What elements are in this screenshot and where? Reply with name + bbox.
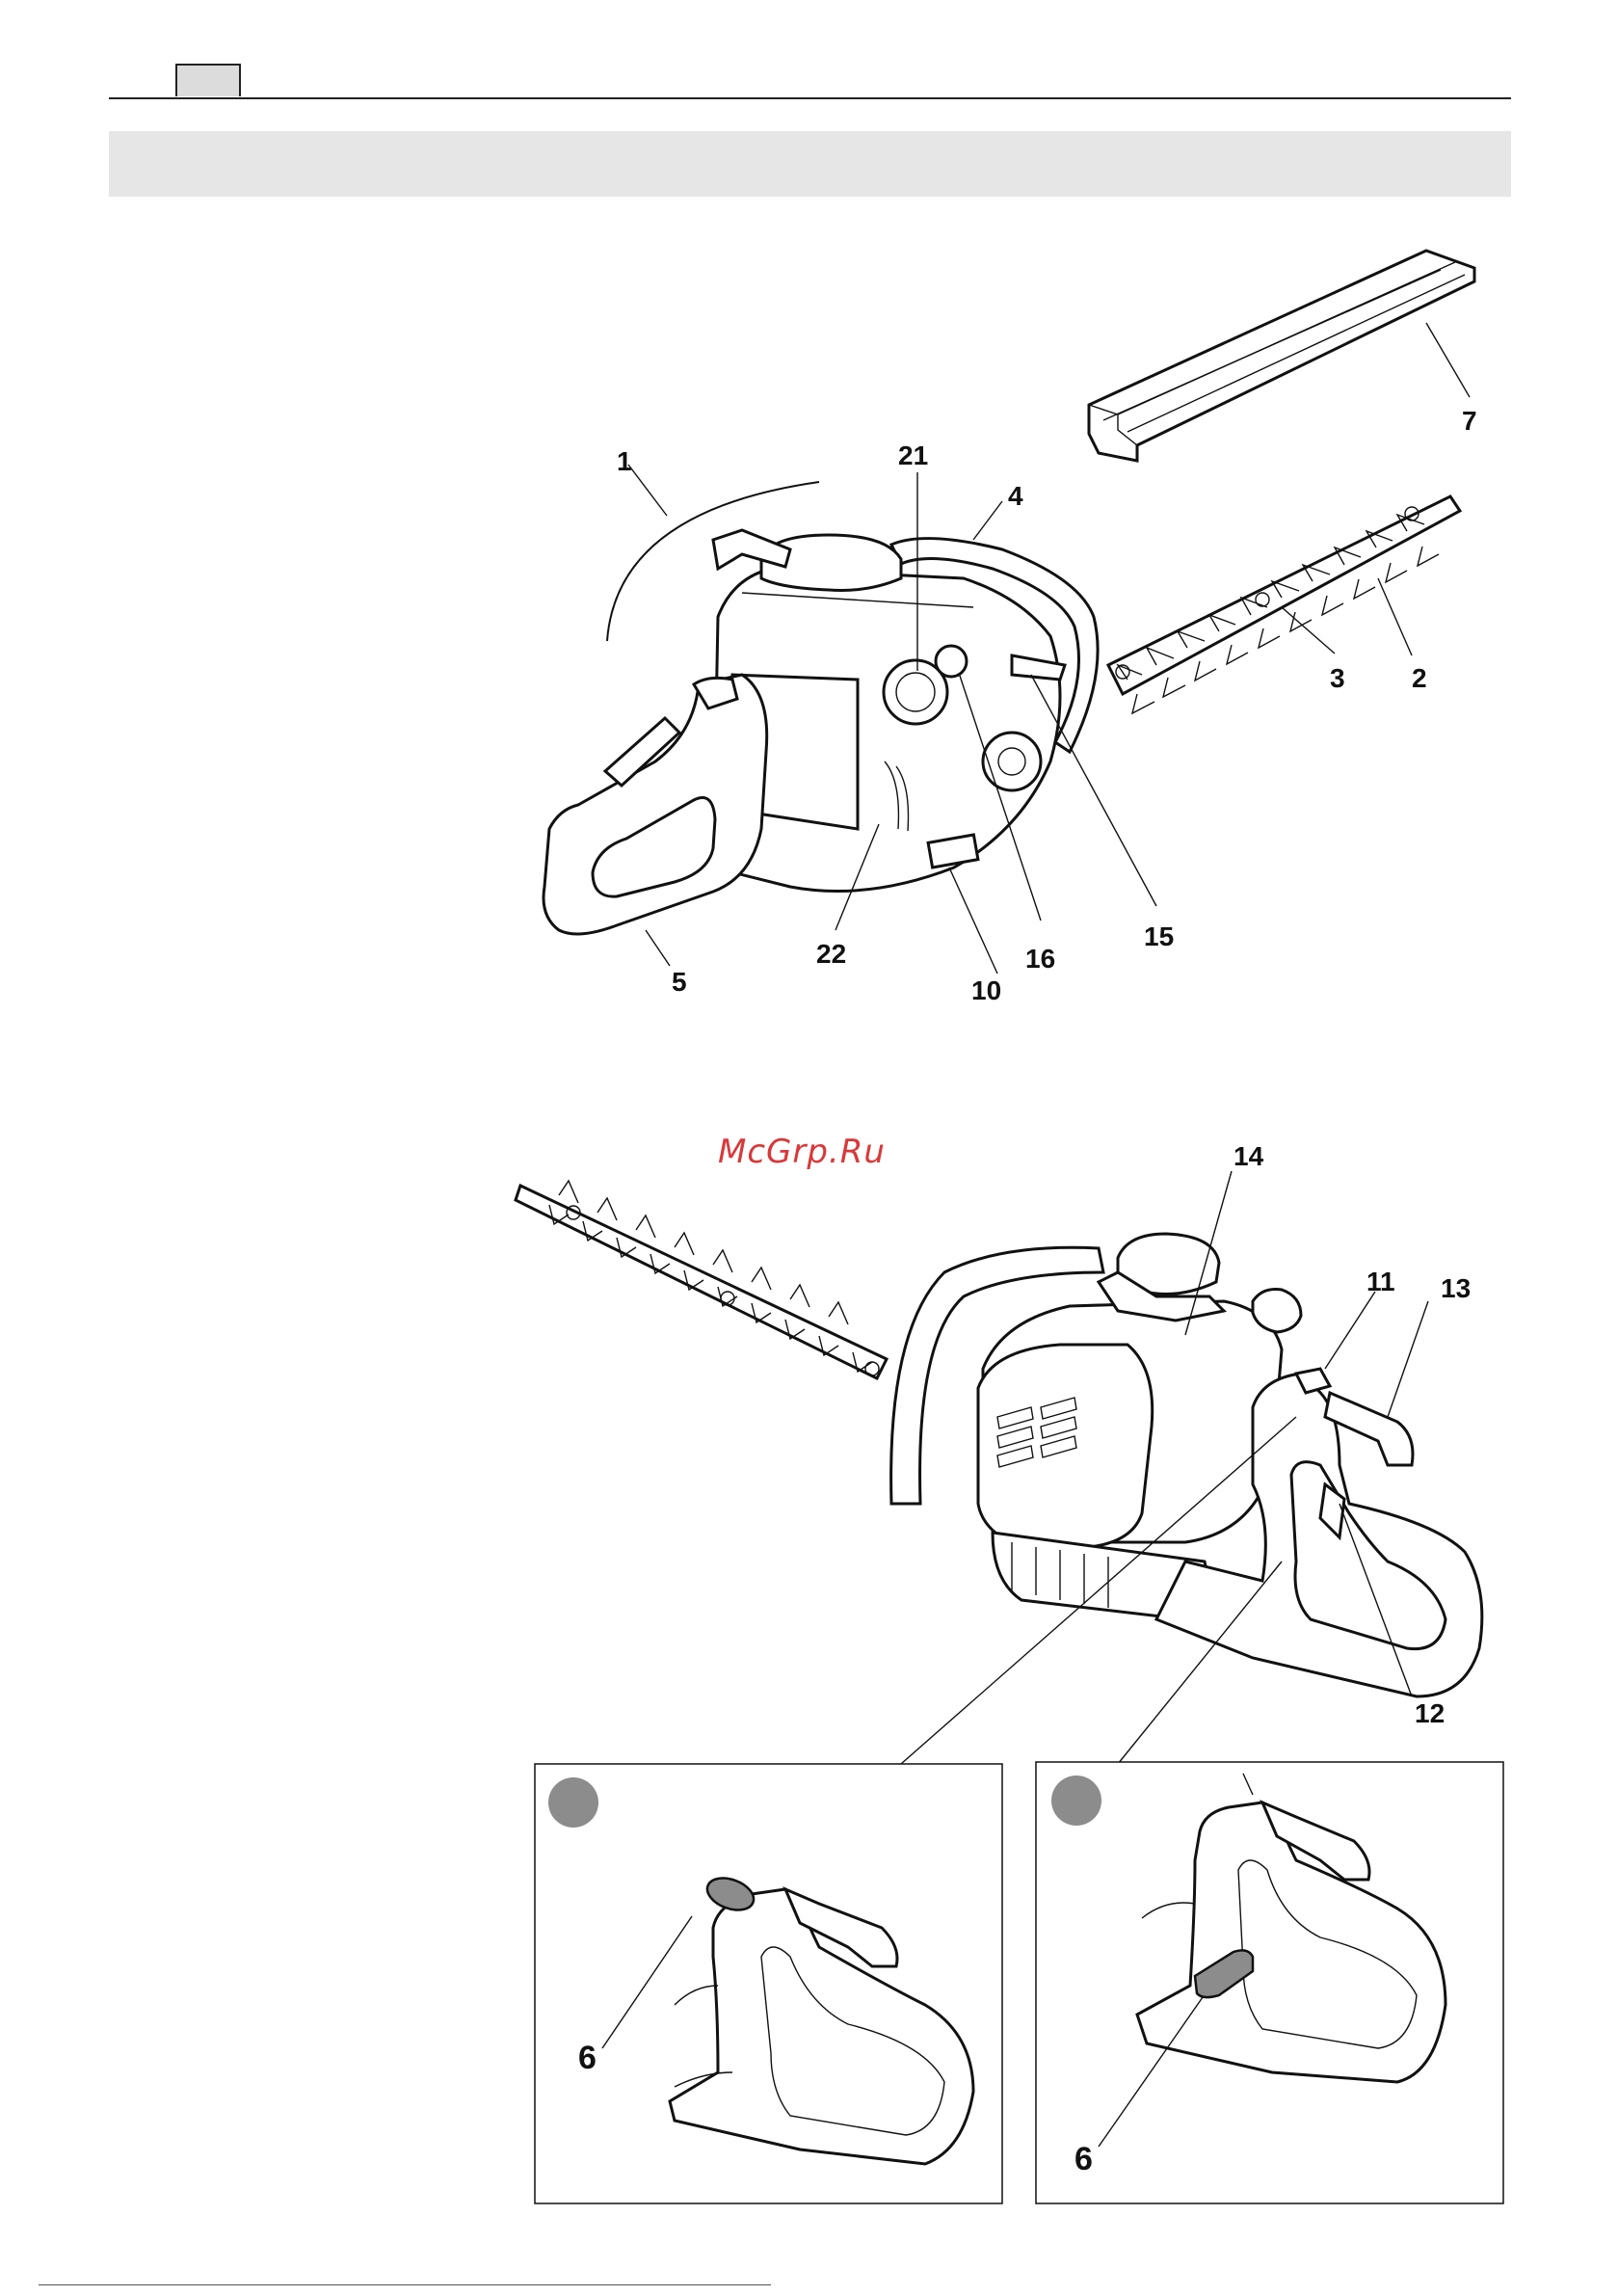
blade-guard-illustration bbox=[1089, 251, 1474, 461]
callout-1: 1 bbox=[617, 446, 632, 476]
inset-a bbox=[535, 1764, 1002, 2203]
callout-3: 3 bbox=[1330, 663, 1345, 693]
inset-b-badge bbox=[1051, 1775, 1101, 1826]
callout-10: 10 bbox=[971, 975, 1001, 1005]
callout-11: 11 bbox=[1366, 1267, 1395, 1296]
footer-rule bbox=[39, 2284, 771, 2285]
callout-15: 15 bbox=[1144, 921, 1174, 951]
inset-a-badge bbox=[548, 1777, 598, 1828]
trimmer-rear-view bbox=[516, 1181, 1482, 1696]
callout-4: 4 bbox=[1008, 481, 1023, 511]
callout-16: 16 bbox=[1025, 944, 1055, 974]
callout-14: 14 bbox=[1233, 1141, 1264, 1171]
callout-22: 22 bbox=[816, 939, 846, 969]
callout-2: 2 bbox=[1412, 663, 1427, 693]
callout-7: 7 bbox=[1462, 406, 1477, 436]
callout-13: 13 bbox=[1441, 1273, 1471, 1303]
trimmer-top-view bbox=[544, 482, 1460, 934]
inset-a-callout-6: 6 bbox=[578, 2040, 597, 2076]
inset-b bbox=[1036, 1762, 1503, 2203]
callout-21: 21 bbox=[898, 441, 928, 470]
inset-b-callout-6: 6 bbox=[1074, 2141, 1093, 2177]
callout-5: 5 bbox=[672, 967, 687, 997]
watermark: McGrp.Ru bbox=[718, 1133, 886, 1171]
callout-12: 12 bbox=[1415, 1698, 1445, 1728]
